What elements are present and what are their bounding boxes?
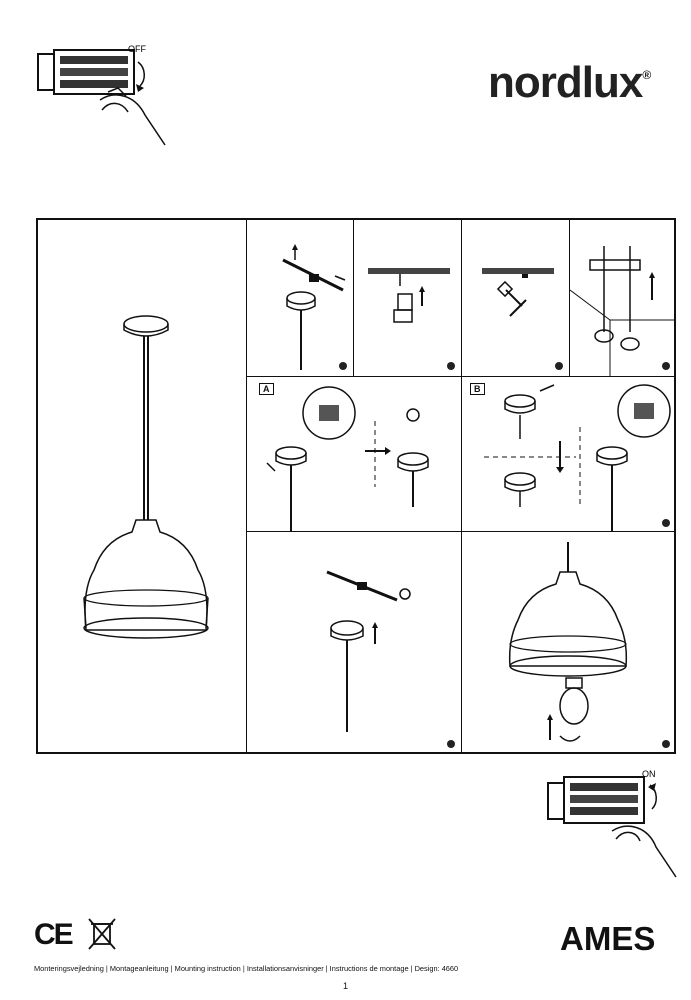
step-7-drawing [326,570,411,732]
step-3-number-dot [555,362,563,370]
page-number: 1 [342,981,348,991]
option-b-tag: B [470,383,485,395]
step-4-panel [569,220,676,377]
step-7-panel [247,532,462,754]
overview-panel [38,220,247,754]
option-a-drawing [266,386,429,532]
option-b-number-dot [662,519,670,527]
weee-bin-icon [88,918,116,950]
step-3-drawing [482,268,554,317]
brand-logo: nordlux® [488,58,651,108]
step-8-panel [462,532,676,754]
step-2-panel [354,220,462,377]
step-1-drawing [282,244,346,370]
step-4-drawing [569,246,676,377]
instruction-grid: A B [36,218,676,754]
switch-on-label: ON [642,769,656,779]
step-1-panel [247,220,354,377]
ce-mark: CE [34,918,74,951]
step-1-number-dot [339,362,347,370]
step-8-number-dot [662,740,670,748]
option-a-tag: A [259,383,274,395]
option-b-drawing [484,384,671,532]
step-3-panel [462,220,570,377]
step-2-number-dot [447,362,455,370]
step-8-drawing [508,542,628,742]
step-4-number-dot [662,362,670,370]
switch-off-label: OFF [128,44,146,54]
switch-on-illustration: ON [547,769,677,878]
pendant-lamp-overview-drawing [83,315,209,639]
brand-registered-mark: ® [642,68,651,82]
brand-name: nordlux [488,58,643,107]
switch-off-illustration: OFF [37,44,166,146]
step-2-drawing [368,268,450,323]
step-7-number-dot [447,740,455,748]
option-b-panel: B [462,377,676,532]
footer-text: Monteringsvejledning | Montageanleitung … [34,964,459,973]
option-a-panel: A [247,377,462,532]
product-title: AMES [560,920,656,957]
